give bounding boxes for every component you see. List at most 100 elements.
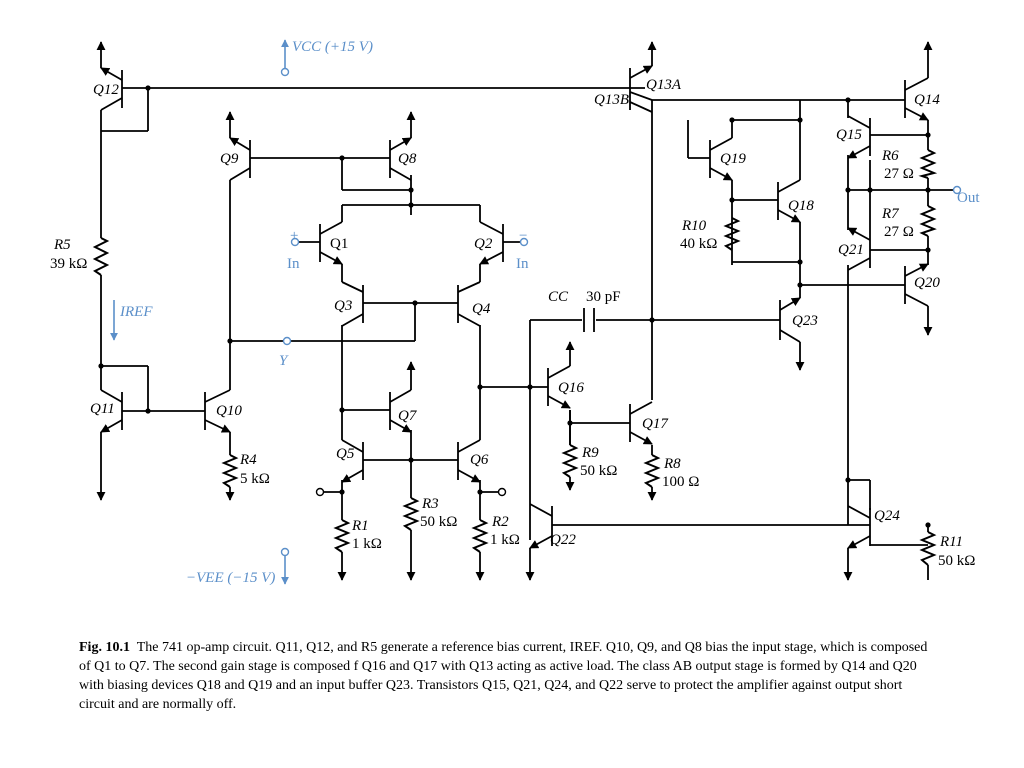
label-q3: Q3 bbox=[334, 298, 352, 314]
transistor-q11 bbox=[96, 389, 123, 501]
label-q18: Q18 bbox=[788, 198, 814, 214]
transistor-q2 bbox=[457, 221, 504, 293]
label-q7: Q7 bbox=[398, 408, 418, 424]
resistor-r10 bbox=[723, 217, 741, 251]
resistor-r2 bbox=[471, 519, 489, 553]
iref-label: IREF bbox=[119, 304, 153, 320]
label-q12: Q12 bbox=[93, 82, 119, 98]
transistor-q20 bbox=[904, 263, 933, 336]
caption-text: The 741 op-amp circuit. Q11, Q12, and R5… bbox=[79, 640, 928, 712]
label-r8-value: 100 Ω bbox=[662, 474, 699, 490]
label-r4-name: R4 bbox=[239, 452, 257, 468]
node-y-label: Y bbox=[279, 353, 289, 369]
op-amp-741-schematic: VCC (+15 V) −VEE (−15 V) Q12 Q11 Q9 Q10 … bbox=[50, 39, 980, 586]
resistor-r7 bbox=[919, 205, 937, 237]
resistor-r6 bbox=[918, 149, 938, 179]
input-plus-sign: + bbox=[290, 228, 298, 244]
resistor-r5 bbox=[92, 237, 110, 276]
transistor-q1 bbox=[319, 221, 364, 293]
label-r10-name: R10 bbox=[681, 218, 707, 234]
label-r3-name: R3 bbox=[421, 496, 439, 512]
label-r11-name: R11 bbox=[939, 534, 963, 550]
label-r5-name: R5 bbox=[53, 237, 71, 253]
transistor-q14 bbox=[904, 41, 933, 121]
transistor-q12 bbox=[96, 41, 123, 111]
label-q2: Q2 bbox=[474, 236, 493, 252]
wiring bbox=[100, 87, 955, 580]
label-q6: Q6 bbox=[470, 452, 489, 468]
transistor-q7 bbox=[389, 361, 416, 433]
transistor-q6 bbox=[457, 439, 481, 483]
label-r9-name: R9 bbox=[581, 445, 599, 461]
output-label: Out bbox=[957, 190, 980, 206]
label-q13b: Q13B bbox=[594, 92, 629, 108]
label-cc-name: CC bbox=[548, 289, 569, 305]
transistor-q15 bbox=[847, 115, 871, 159]
label-q11: Q11 bbox=[90, 401, 115, 417]
transistor-q8 bbox=[389, 111, 416, 181]
transistor-q3 bbox=[341, 285, 364, 327]
label-r2-value: 1 kΩ bbox=[490, 532, 520, 548]
resistor-r1 bbox=[333, 519, 351, 553]
transistor-q17 bbox=[629, 401, 653, 445]
label-q1: Q1 bbox=[330, 236, 348, 252]
label-q9: Q9 bbox=[220, 151, 239, 167]
resistor-r3 bbox=[402, 497, 420, 531]
label-r6-value: 27 Ω bbox=[884, 166, 914, 182]
transistor-q19 bbox=[709, 137, 733, 181]
resistor-r4 bbox=[221, 454, 239, 488]
label-q15: Q15 bbox=[836, 127, 862, 143]
label-r2-name: R2 bbox=[491, 514, 509, 530]
transistor-q18 bbox=[777, 179, 801, 223]
label-r11-value: 50 kΩ bbox=[938, 553, 975, 569]
transistor-q24 bbox=[843, 505, 871, 581]
label-q20: Q20 bbox=[914, 275, 940, 291]
label-r3-value: 50 kΩ bbox=[420, 514, 457, 530]
label-r1-value: 1 kΩ bbox=[352, 536, 382, 552]
input-minus-label: In bbox=[516, 256, 529, 272]
label-r7-name: R7 bbox=[881, 206, 900, 222]
resistor-r8 bbox=[643, 454, 661, 488]
vcc-label: VCC (+15 V) bbox=[292, 39, 373, 55]
transistor-q10 bbox=[204, 389, 231, 445]
label-cc-value: 30 pF bbox=[586, 289, 621, 305]
figure-caption: Fig. 10.1 The 741 op-amp circuit. Q11, Q… bbox=[79, 638, 939, 714]
label-r1-name: R1 bbox=[351, 518, 369, 534]
transistor-q16 bbox=[547, 341, 575, 409]
label-q24: Q24 bbox=[874, 508, 900, 524]
label-q19: Q19 bbox=[720, 151, 746, 167]
transistor-q21 bbox=[847, 227, 871, 271]
label-r8-name: R8 bbox=[663, 456, 681, 472]
label-q17: Q17 bbox=[642, 416, 669, 432]
label-r6-name: R6 bbox=[881, 148, 899, 164]
transistor-q13 bbox=[629, 41, 657, 113]
label-r10-value: 40 kΩ bbox=[680, 236, 717, 252]
transistor-q4 bbox=[457, 285, 481, 327]
label-q8: Q8 bbox=[398, 151, 417, 167]
label-q13a: Q13A bbox=[646, 77, 682, 93]
supply-arrows bbox=[225, 410, 657, 581]
vee-label: −VEE (−15 V) bbox=[186, 570, 275, 586]
label-q5: Q5 bbox=[336, 446, 355, 462]
label-q23: Q23 bbox=[792, 313, 818, 329]
transistor-q9 bbox=[225, 111, 251, 181]
transistor-q22 bbox=[525, 503, 553, 581]
transistor-q5 bbox=[341, 439, 364, 483]
resistor-r11 bbox=[919, 531, 937, 566]
capacitor-cc bbox=[583, 308, 595, 332]
label-q10: Q10 bbox=[216, 403, 242, 419]
transistor-q23 bbox=[779, 297, 805, 371]
label-q16: Q16 bbox=[558, 380, 584, 396]
terminals bbox=[110, 39, 962, 585]
label-r7-value: 27 Ω bbox=[884, 224, 914, 240]
caption-label: Fig. 10.1 bbox=[79, 640, 130, 655]
resistor-r9 bbox=[561, 444, 579, 478]
label-q14: Q14 bbox=[914, 92, 940, 108]
label-r9-value: 50 kΩ bbox=[580, 463, 617, 479]
input-plus-label: In bbox=[287, 256, 300, 272]
label-q4: Q4 bbox=[472, 301, 491, 317]
label-q21: Q21 bbox=[838, 242, 864, 258]
junction-dots bbox=[98, 85, 931, 528]
label-r4-value: 5 kΩ bbox=[240, 471, 270, 487]
label-r5-value: 39 kΩ bbox=[50, 256, 87, 272]
